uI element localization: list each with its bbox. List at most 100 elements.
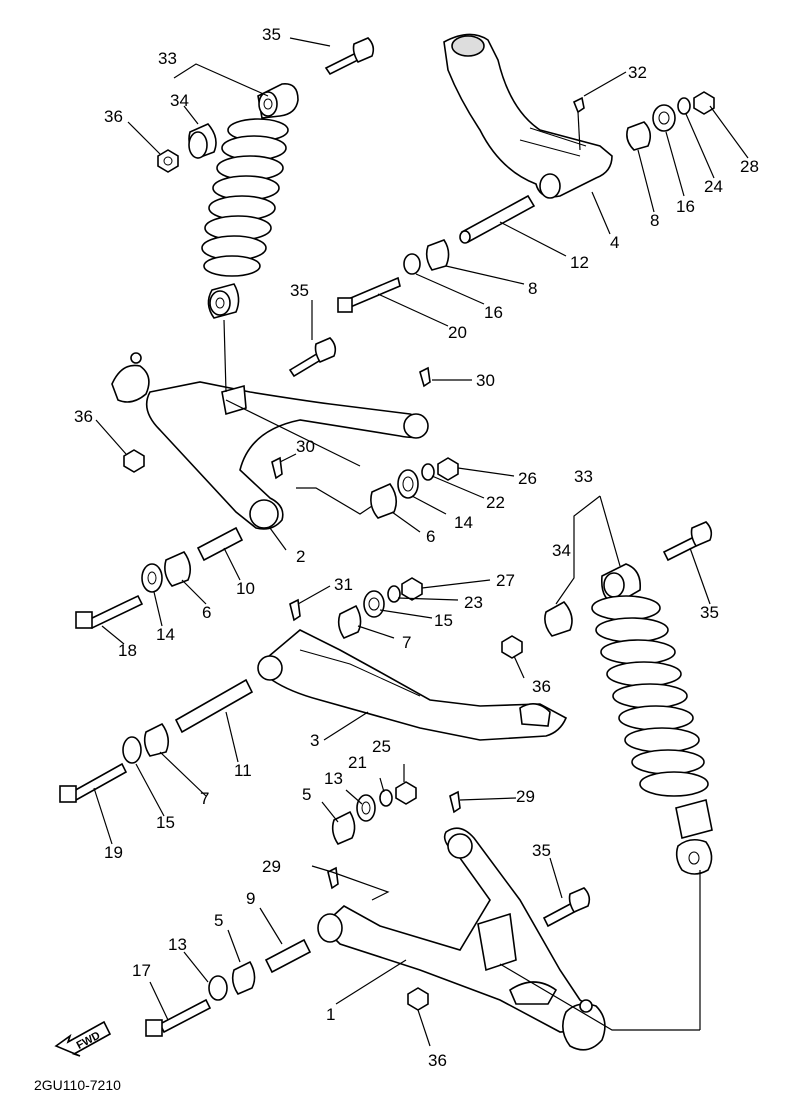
callout-34: 34	[170, 91, 189, 110]
arm-2[interactable]	[111, 352, 429, 530]
callout-31: 31	[334, 575, 353, 594]
bolt-18[interactable]	[75, 594, 144, 630]
grease-nipple-32[interactable]	[572, 96, 585, 151]
washer-15-left[interactable]	[122, 736, 142, 764]
grease-nipple-29-right[interactable]	[449, 790, 461, 814]
bushing-6-left[interactable]	[164, 551, 192, 587]
bolt-35-bottom[interactable]	[542, 887, 591, 928]
shock-absorber-upper[interactable]	[201, 83, 299, 319]
callout-14: 14	[156, 625, 175, 644]
washer-14-right[interactable]	[397, 469, 419, 499]
bushing-6-right[interactable]	[370, 483, 398, 519]
washer-24[interactable]	[677, 97, 691, 115]
callout-36: 36	[74, 407, 93, 426]
washer-21[interactable]	[379, 789, 393, 807]
callout-32: 32	[628, 63, 647, 82]
callout-16: 16	[676, 197, 695, 216]
bolt-35-top[interactable]	[324, 37, 375, 76]
washer-16-left[interactable]	[403, 253, 421, 275]
callout-8: 8	[528, 279, 537, 298]
callout-22: 22	[486, 493, 505, 512]
callout-4: 4	[610, 233, 619, 252]
callout-25: 25	[372, 737, 391, 756]
grease-nipple-31[interactable]	[289, 598, 301, 622]
callout-36: 36	[428, 1051, 447, 1070]
washer-14-left[interactable]	[141, 563, 163, 593]
shaft-12[interactable]	[459, 194, 536, 244]
washer-23[interactable]	[387, 585, 401, 603]
nut-25[interactable]	[395, 781, 417, 805]
callout-17: 17	[132, 961, 151, 980]
nut-36-right[interactable]	[501, 635, 523, 659]
bolt-17[interactable]	[145, 998, 212, 1037]
bolt-20[interactable]	[337, 276, 401, 313]
nut-27[interactable]	[401, 577, 423, 601]
washer-13-right[interactable]	[356, 794, 376, 822]
callout-13: 13	[168, 935, 187, 954]
nut-36-bottom[interactable]	[407, 987, 429, 1011]
callout-6: 6	[426, 527, 435, 546]
bushing-5-left[interactable]	[231, 960, 256, 995]
nut-36-middle[interactable]	[123, 449, 145, 473]
arm-1[interactable]	[317, 827, 606, 1051]
callout-35: 35	[262, 25, 281, 44]
bolt-35-middle[interactable]	[288, 337, 337, 378]
callout-21: 21	[348, 753, 367, 772]
callout-5: 5	[214, 911, 223, 930]
arm-4[interactable]	[443, 33, 613, 199]
bushing-8-right[interactable]	[626, 121, 652, 151]
collar-34-right[interactable]	[544, 600, 573, 637]
washer-22[interactable]	[421, 463, 435, 481]
callout-35: 35	[700, 603, 719, 622]
callout-29: 29	[516, 787, 535, 806]
shaft-9[interactable]	[264, 938, 312, 974]
callout-7: 7	[200, 789, 209, 808]
diagram-code: 2GU110-7210	[34, 1077, 121, 1093]
washer-15-right[interactable]	[363, 590, 385, 618]
fwd-label: FWD	[75, 1030, 103, 1052]
callout-30: 30	[296, 437, 315, 456]
callout-3: 3	[310, 731, 319, 750]
callout-16: 16	[484, 303, 503, 322]
arm-3[interactable]	[257, 629, 568, 741]
callout-15: 15	[156, 813, 175, 832]
bolt-35-right[interactable]	[662, 521, 713, 562]
callout-7: 7	[402, 633, 411, 652]
callout-14: 14	[454, 513, 473, 532]
bolt-19[interactable]	[59, 762, 128, 803]
shaft-11[interactable]	[174, 678, 254, 734]
callout-33: 33	[158, 49, 177, 68]
nut-36-upper[interactable]	[157, 149, 179, 173]
bushing-7-left[interactable]	[143, 722, 170, 757]
shaft-10[interactable]	[196, 526, 244, 562]
callout-9: 9	[246, 889, 255, 908]
callout-1: 1	[326, 1005, 335, 1024]
bushing-5-right[interactable]	[331, 810, 356, 845]
callout-13: 13	[324, 769, 343, 788]
fwd-arrow: FWD	[54, 1020, 112, 1057]
callout-35: 35	[290, 281, 309, 300]
callout-26: 26	[518, 469, 537, 488]
nut-26[interactable]	[437, 457, 459, 481]
callouts: 35 33 34 36 32 28 24 16 8 4 12 8 16 20 3…	[74, 25, 759, 1070]
callout-10: 10	[236, 579, 255, 598]
callout-29: 29	[262, 857, 281, 876]
callout-35: 35	[532, 841, 551, 860]
grease-nipple-30-upper[interactable]	[419, 366, 431, 388]
shock-absorber-right[interactable]	[591, 563, 713, 875]
callout-18: 18	[118, 641, 137, 660]
bushing-8-left[interactable]	[425, 239, 450, 271]
callout-20: 20	[448, 323, 467, 342]
nut-28[interactable]	[693, 91, 715, 115]
callout-23: 23	[464, 593, 483, 612]
callout-30: 30	[476, 371, 495, 390]
callout-24: 24	[704, 177, 723, 196]
bushing-7-right[interactable]	[337, 604, 362, 639]
collar-34-upper[interactable]	[188, 123, 217, 159]
grease-nipple-30-lower[interactable]	[271, 456, 283, 480]
leader-lines	[93, 37, 749, 1047]
washer-16-right[interactable]	[652, 104, 676, 132]
callout-36: 36	[532, 677, 551, 696]
washer-13-left[interactable]	[208, 975, 228, 1001]
